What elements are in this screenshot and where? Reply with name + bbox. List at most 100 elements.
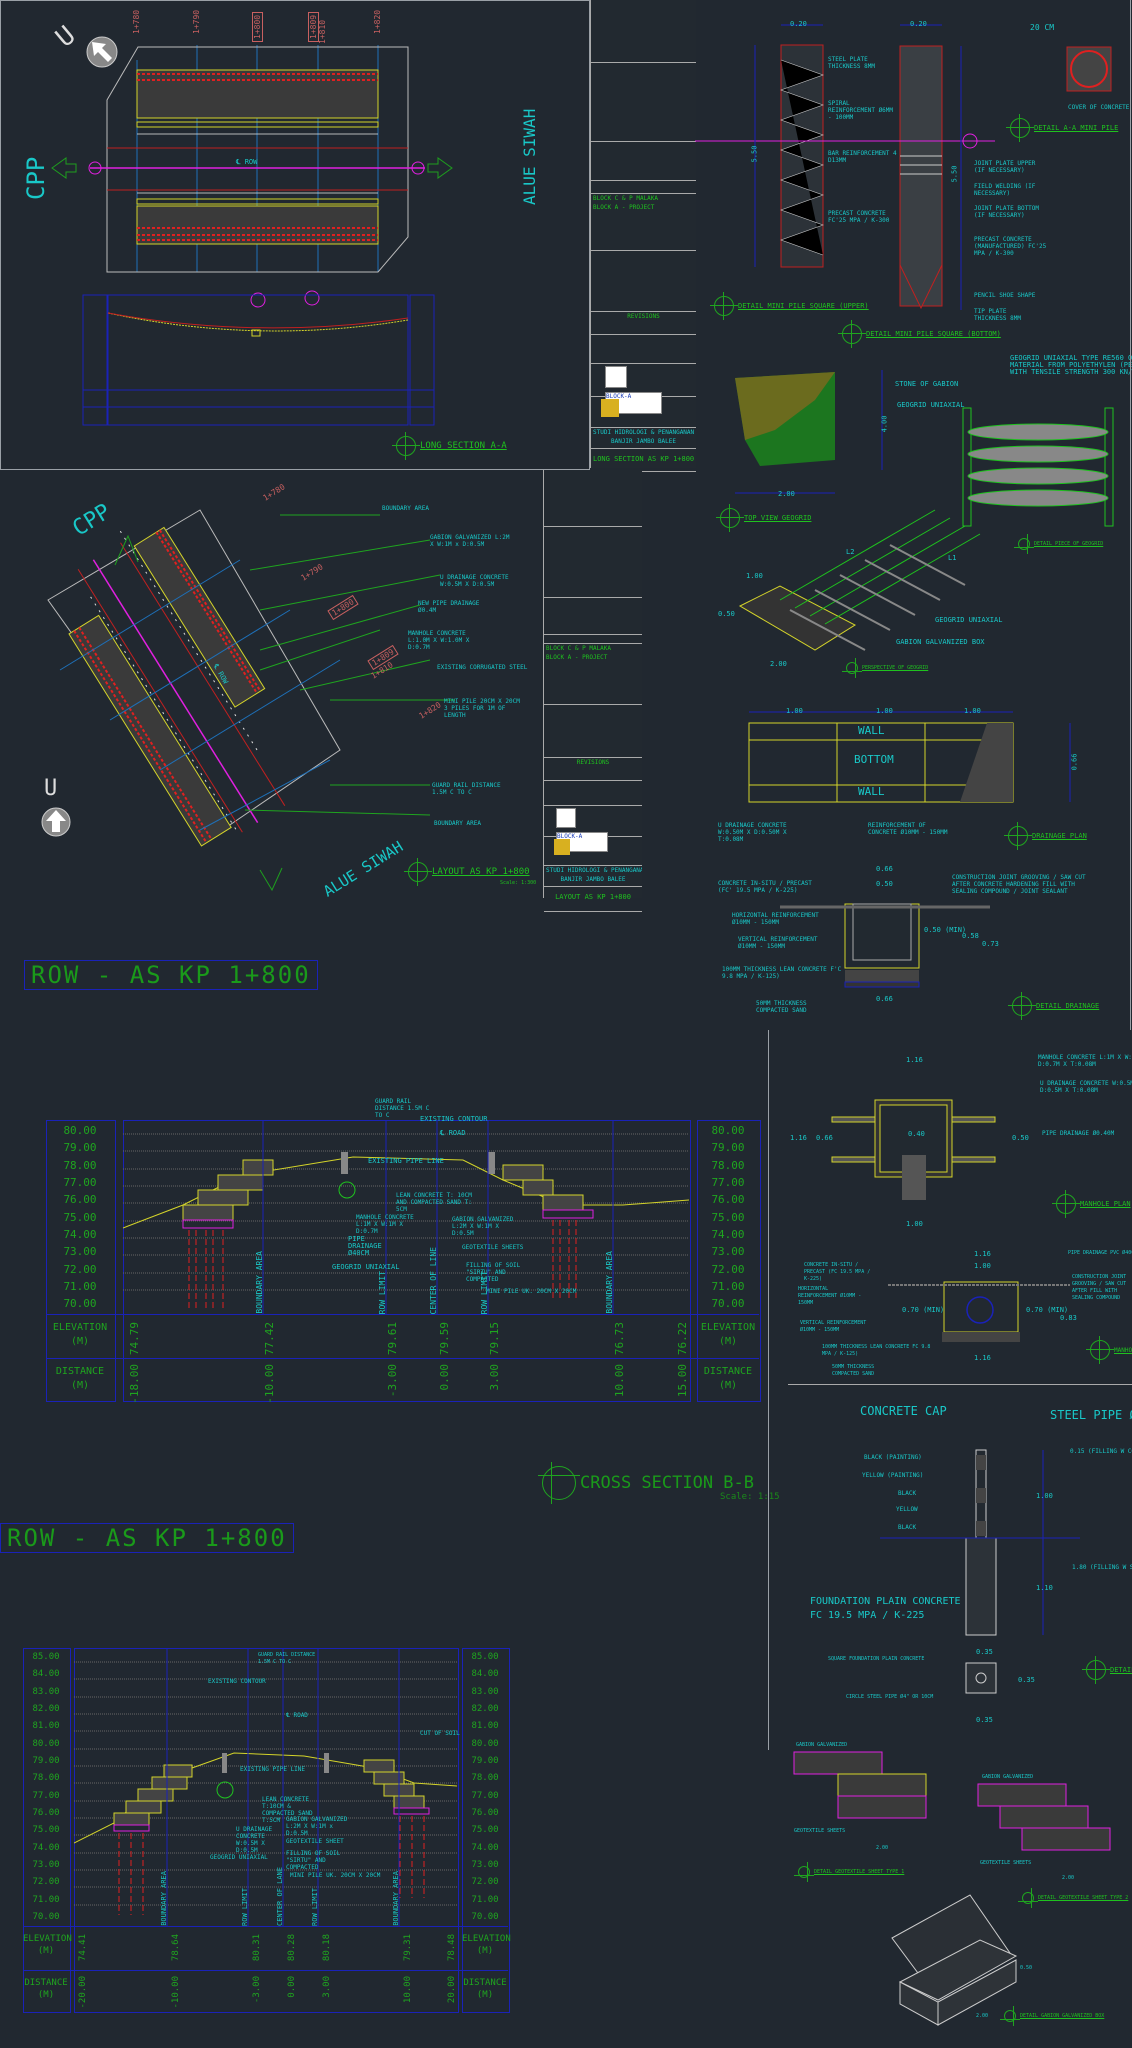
section-marker-icon xyxy=(838,320,866,348)
guard-post-drawing xyxy=(880,1449,1080,1694)
label-precast: PRECAST CONCRETE FC'25 MPA / K-300 xyxy=(828,210,890,224)
cross-section-a: 80.00 79.00 78.00 77.00 76.00 75.00 74.0… xyxy=(0,1098,780,1405)
label-precast-mfg: PRECAST CONCRETE (MANUFACTURED) FC'25 MP… xyxy=(974,236,1047,257)
label-bar: BAR REINFORCEMENT 4 D13MM xyxy=(828,150,897,164)
title-cross-section-bb: CROSS SECTION B-B xyxy=(538,1462,754,1504)
geogrid-dim-h: 4.00 xyxy=(880,415,889,433)
section-marker-icon xyxy=(716,504,744,532)
drainage-wall-top: WALL xyxy=(858,724,885,737)
company-logo-icon xyxy=(605,366,627,388)
cs-b-distance-row: DISTANCE (M) -20.00 -10.00 -3.00 0.00 3.… xyxy=(24,1976,507,2009)
drainage-drawing xyxy=(748,711,1071,988)
cross-section-b-drawing xyxy=(74,1648,457,1926)
geogrid-l2: L2 xyxy=(846,548,855,556)
geogrid-box-h: 0.50 xyxy=(718,610,735,618)
section-marker-icon xyxy=(1000,2006,1020,2026)
construction-joint-label: CONSTRUCTION JOINT GROOVING / SAW CUT AF… xyxy=(952,874,1086,895)
title-drainage-plan: DRAINAGE PLAN xyxy=(1004,822,1087,850)
station-1820: 1+820 xyxy=(373,9,382,34)
north-arrow-icon xyxy=(86,36,118,68)
logos: BLOCK-A xyxy=(591,364,696,414)
drainage-dim-2: 1.00 xyxy=(876,707,893,715)
pile-length-bottom: 5.50 xyxy=(950,165,959,183)
pile-width-upper: 0.20 xyxy=(790,20,807,28)
revisions-label: REVISIONS xyxy=(576,759,610,766)
section-marker-icon xyxy=(1052,1190,1080,1218)
pile-length-upper: 5.50 xyxy=(750,145,759,163)
detail-dim-bottom: 0.66 xyxy=(876,995,893,1003)
label-field-welding: FIELD WELDING (IF NECESSARY) xyxy=(974,183,1036,197)
section-marker-icon xyxy=(392,432,420,460)
layout-north: U xyxy=(41,776,71,837)
project-box: BLOCK C & P MALAKA BLOCK A - PROJECT xyxy=(544,644,642,705)
drainage-dim-1: 1.00 xyxy=(786,707,803,715)
geogrid-box-l: 2.00 xyxy=(770,660,787,668)
drawing-title: LAYOUT AS KP 1+800 xyxy=(555,893,631,901)
title-manhole-plan: MANHOLE PLAN xyxy=(1052,1190,1131,1218)
logos: BLOCK-A xyxy=(544,806,642,852)
section-marker-icon xyxy=(538,1462,580,1504)
label-joint-bottom: JOINT PLATE BOTTOM (IF NECESSARY) xyxy=(974,205,1040,219)
title-gabion-box: DETAIL GABION GALVANIZED BOX xyxy=(1000,2006,1104,2026)
station-1780: 1+780 xyxy=(132,9,141,34)
section-marker-icon xyxy=(1086,1336,1114,1364)
manhole-drawing xyxy=(831,1099,1070,1342)
pile-square-dim: 20 CM xyxy=(1030,23,1055,32)
title-detail-drainage: DETAIL DRAINAGE xyxy=(1008,992,1099,1020)
elev-axis-left xyxy=(46,1120,116,1402)
layout-north-letter: U xyxy=(44,776,58,801)
perspective-box-label: GABION GALVANIZED BOX xyxy=(896,638,985,646)
label-spiral: SPIRAL REINFORCEMENT Ø6MM - 100MM xyxy=(828,100,894,121)
label-tip-plate: TIP PLATE THICKNESS 8MM xyxy=(974,308,1021,322)
layout-scale: Scale: 1:300 xyxy=(500,880,537,886)
station-1810: 1+810 xyxy=(318,19,327,44)
elev-axis-left xyxy=(23,1648,71,2013)
perspective-geogrid-label: GEOGRID UNIAXIAL xyxy=(935,616,1003,624)
label-cover: COVER OF CONCRETE xyxy=(1068,104,1130,111)
title-mini-pile-bottom: DETAIL MINI PILE SQUARE (BOTTOM) xyxy=(838,320,1001,348)
consultant-logo-icon xyxy=(601,399,619,417)
drainage-bottom: BOTTOM xyxy=(854,753,894,766)
north-arrow: U xyxy=(50,20,118,68)
drainage-u-label: U DRAINAGE CONCRETE W:0.50M X D:0.50M X … xyxy=(718,822,787,843)
title-geotextile-type2: DETAIL GEOTEXTILE SHEET TYPE 2 xyxy=(1018,1888,1128,1908)
title-mini-pile-upper: DETAIL MINI PILE SQUARE (UPPER) xyxy=(710,292,869,320)
row-title-2: ROW - AS KP 1+800 xyxy=(0,1523,294,1553)
project-box: BLOCK C & P MALAKA BLOCK A - PROJECT xyxy=(591,194,696,251)
detail-dim-d1: 0.58 xyxy=(962,932,979,940)
geogrid-l1: L1 xyxy=(948,554,957,562)
section-marker-icon xyxy=(794,1862,814,1882)
drainage-side-total: 0.66 xyxy=(1070,753,1079,771)
section-marker-icon xyxy=(1082,1656,1110,1684)
title-perspective-geogrid: PERSPECTIVE OF GEOGRID xyxy=(842,658,928,678)
separator-vertical-2 xyxy=(1130,0,1131,1030)
title-block-layout: BLOCK C & P MALAKA BLOCK A - PROJECT REV… xyxy=(543,470,642,912)
title-layout: LAYOUT AS KP 1+800 xyxy=(404,858,530,886)
cs-b-vertical-labels: BOUNDARY AREA ROW LIMIT CENTER OF LANE R… xyxy=(160,1866,400,1926)
section-marker-icon xyxy=(1004,822,1032,850)
section-body xyxy=(123,1120,691,1402)
title-block-long-section: BLOCK C & P MALAKA BLOCK A - PROJECT REV… xyxy=(590,0,696,472)
detail-dim-d2: 0.73 xyxy=(982,940,999,948)
title-detail-geogrid: DETAIL PIECE OF GEOGRID xyxy=(1014,534,1103,554)
cross-section-a-drawing xyxy=(123,1120,689,1314)
section-marker-icon xyxy=(1018,1888,1038,1908)
cs-a-distance-row: DISTANCE (M) -18.00 -10.00 -3.00 0.00 3.… xyxy=(55,1364,753,1404)
drawing-title: LONG SECTION AS KP 1+800 xyxy=(593,455,695,463)
section-marker-icon xyxy=(1008,992,1036,1020)
long-section-plan-drawing xyxy=(51,45,453,426)
separator-vertical xyxy=(768,1030,769,1750)
row-centerline-label: ℄ ROW xyxy=(236,158,258,166)
detail-dim-min: 0.50 (MIN) xyxy=(924,926,967,934)
title-manhole-section: MANHOLE xyxy=(1086,1336,1132,1364)
block-a-logo: BLOCK-A xyxy=(605,392,662,414)
cs-a-vertical-labels: BOUNDARY AREA ROW LIMIT CENTER OF LINE R… xyxy=(255,1246,614,1314)
cs-b-elevation-row: ELEVATION (M) 74.41 78.64 80.31 80.28 80… xyxy=(23,1934,511,1962)
section-body xyxy=(74,1648,459,2013)
title-detail-aa: DETAIL A-A MINI PILE xyxy=(1006,114,1118,142)
pile-width-bottom: 0.20 xyxy=(910,20,927,28)
geogrid-box-w: 1.00 xyxy=(746,572,763,580)
consultant-logo-icon xyxy=(554,839,570,855)
geogrid-stone-label: STONE OF GABION xyxy=(895,380,959,388)
geogrid-drawing xyxy=(735,370,1114,651)
